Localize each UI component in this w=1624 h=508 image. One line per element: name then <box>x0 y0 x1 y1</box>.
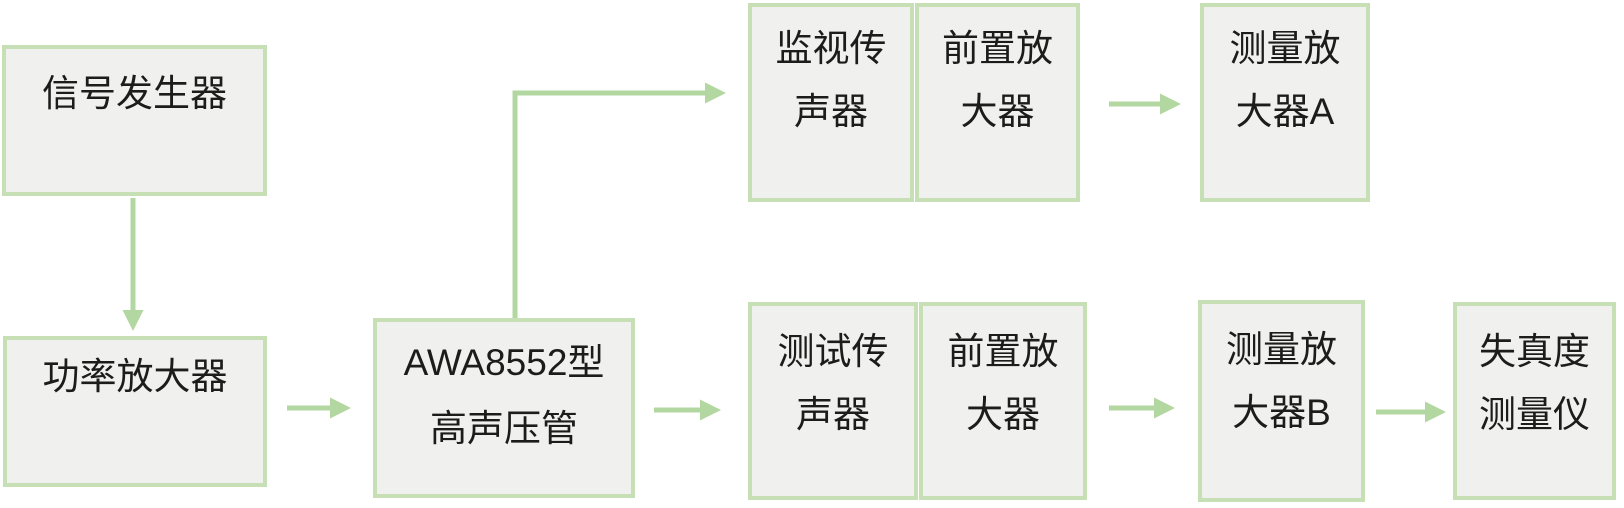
node-distortion-meter-label-line2: 测量仪 <box>1479 394 1590 435</box>
node-power-amplifier-label: 功率放大器 <box>42 356 228 397</box>
node-monitor-microphone-label-line1: 监视传 <box>775 28 887 69</box>
node-measuring-amplifier-a-label-line2: 大器A <box>1235 91 1335 132</box>
node-test-microphone: 测试传 声器 <box>748 302 918 500</box>
arrow-tube-to-monitor-mic <box>512 82 726 319</box>
node-test-microphone-label-line1: 测试传 <box>777 331 889 372</box>
node-distortion-meter: 失真度 测量仪 <box>1453 302 1616 500</box>
node-monitor-preamplifier: 前置放 大器 <box>915 3 1080 202</box>
node-monitor-preamplifier-label-line1: 前置放 <box>942 28 1053 69</box>
node-power-amplifier: 功率放大器 <box>3 336 267 487</box>
node-test-microphone-label-line2: 声器 <box>796 394 870 435</box>
node-measuring-amplifier-a-label-line1: 测量放 <box>1229 28 1341 69</box>
node-monitor-microphone: 监视传 声器 <box>748 3 914 202</box>
node-awa8552-tube: AWA8552型 高声压管 <box>373 318 635 498</box>
node-test-preamplifier-label-line2: 大器 <box>966 394 1040 435</box>
node-awa8552-tube-label-line1: AWA8552型 <box>403 342 605 383</box>
node-measuring-amplifier-b: 测量放 大器B <box>1198 300 1365 502</box>
node-awa8552-tube-label-line2: 高声压管 <box>430 408 578 449</box>
node-distortion-meter-label-line1: 失真度 <box>1479 331 1590 372</box>
node-measuring-amplifier-b-label-line1: 测量放 <box>1226 329 1337 370</box>
node-monitor-microphone-label-line2: 声器 <box>794 91 868 132</box>
node-measuring-amplifier-a: 测量放 大器A <box>1200 3 1370 202</box>
node-signal-generator-label: 信号发生器 <box>42 73 227 114</box>
node-test-preamplifier: 前置放 大器 <box>919 302 1087 500</box>
node-test-preamplifier-label-line1: 前置放 <box>947 331 1059 372</box>
node-signal-generator: 信号发生器 <box>2 45 267 196</box>
node-monitor-preamplifier-label-line2: 大器 <box>960 91 1035 132</box>
node-measuring-amplifier-b-label-line2: 大器B <box>1232 392 1331 433</box>
